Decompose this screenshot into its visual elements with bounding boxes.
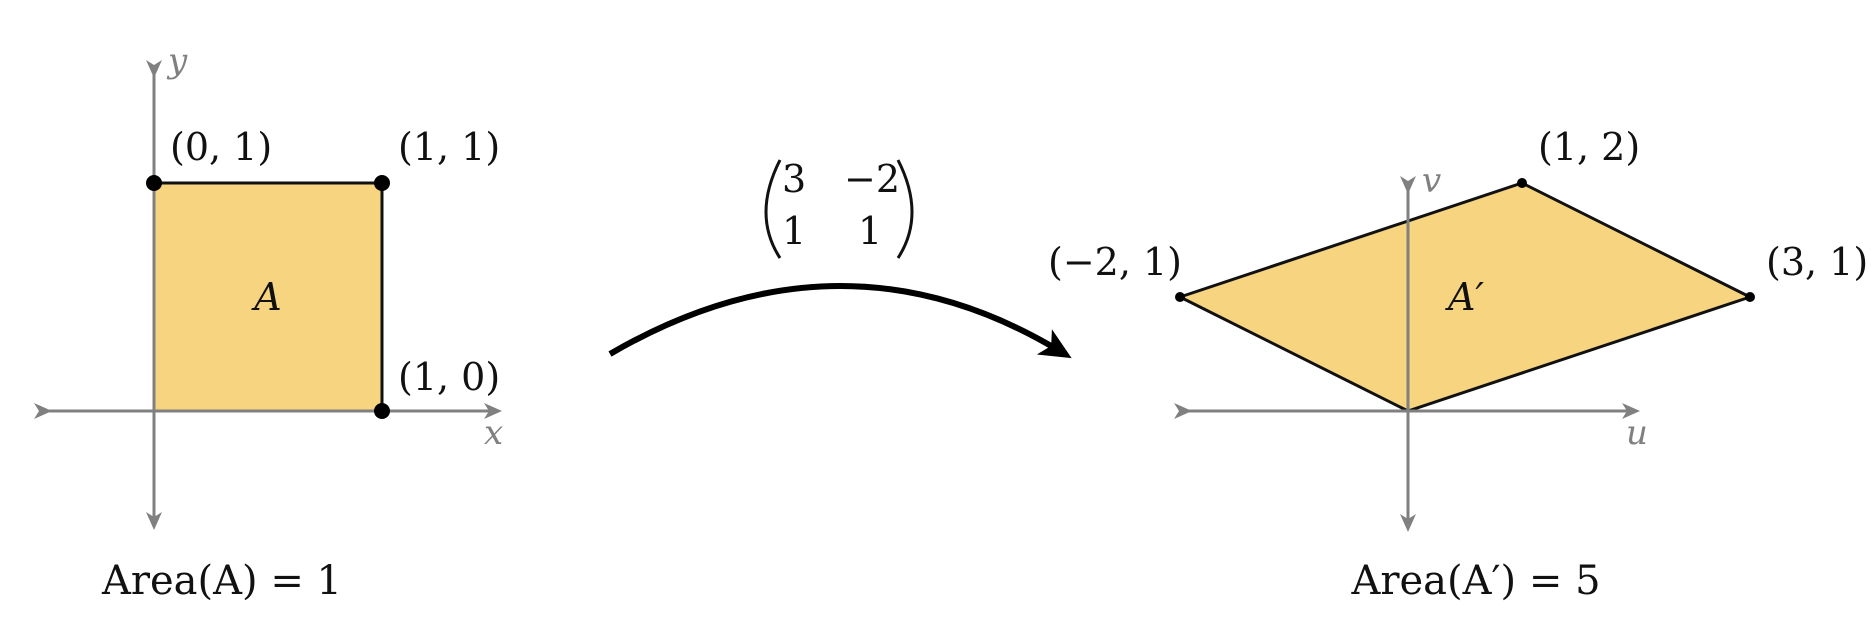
region-label-a-prime: A′	[1445, 275, 1484, 319]
region-label-a: A	[251, 275, 281, 319]
x-axis-label-left: x	[484, 413, 503, 453]
vertex-1-2	[1517, 178, 1527, 188]
matrix-entry-12: −2	[844, 157, 900, 201]
matrix-entry-21: 1	[782, 209, 806, 253]
area-label-a: Area(A) = 1	[101, 558, 342, 604]
vertex-0-1	[146, 175, 162, 191]
y-axis-label-left: y	[166, 41, 188, 81]
vertex-1-1	[374, 175, 390, 191]
u-axis-label: u	[1626, 413, 1648, 453]
area-label-a-prime: Area(A′) = 5	[1350, 558, 1600, 604]
vertex-label-1-1: (1, 1)	[398, 125, 500, 169]
vertex-label-neg2-1: (−2, 1)	[1048, 240, 1182, 284]
vertex-neg2-1	[1175, 292, 1185, 302]
vertex-label-1-0: (1, 0)	[398, 355, 500, 399]
vertex-label-3-1: (3, 1)	[1766, 240, 1868, 284]
right-panel: u v (−2, 1) (1, 2) (3, 1) A′ Area(A′) = …	[1048, 125, 1868, 604]
vertex-3-1	[1745, 292, 1755, 302]
matrix-entry-22: 1	[858, 209, 882, 253]
transform-arrow	[608, 283, 1072, 359]
vertex-1-0	[374, 403, 390, 419]
matrix-entry-11: 3	[782, 157, 806, 201]
vertex-label-0-1: (0, 1)	[170, 125, 272, 169]
region-a	[152, 181, 384, 413]
matrix-left-paren	[764, 159, 782, 259]
transformation: 3 −2 1 1	[608, 157, 1072, 359]
v-axis-label: v	[1422, 161, 1441, 201]
left-panel: x y (0, 1) (1, 1) (1, 0) A Area(A) = 1	[34, 41, 503, 604]
vertex-label-1-2: (1, 2)	[1538, 125, 1640, 169]
matrix-right-paren	[896, 159, 914, 259]
